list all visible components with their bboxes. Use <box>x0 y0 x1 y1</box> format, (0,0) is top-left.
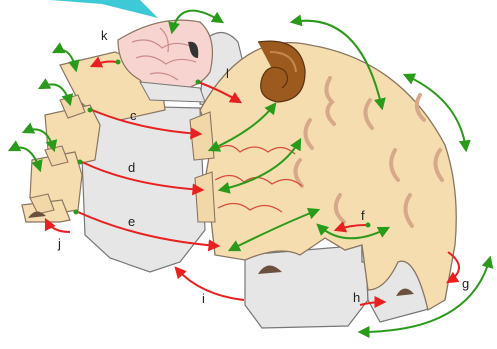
label-f: f <box>361 208 365 223</box>
label-j: j <box>57 236 61 251</box>
dot-icon <box>196 80 201 85</box>
label-d: d <box>128 160 135 175</box>
dot-icon <box>74 210 79 215</box>
dot-icon <box>366 223 371 228</box>
dot-icon <box>78 160 83 165</box>
dot-icon <box>88 108 93 113</box>
label-h: h <box>353 290 360 305</box>
label-g: g <box>462 276 469 291</box>
label-c: c <box>130 108 137 123</box>
arrow-i <box>176 268 244 300</box>
label-e: e <box>128 214 135 229</box>
hind-leg-panel <box>245 245 368 328</box>
dot-icon <box>116 60 121 65</box>
cyan-pointer-arrow <box>50 0 158 18</box>
label-k: k <box>101 28 108 43</box>
label-l: l <box>226 66 229 81</box>
label-i: i <box>202 291 205 306</box>
